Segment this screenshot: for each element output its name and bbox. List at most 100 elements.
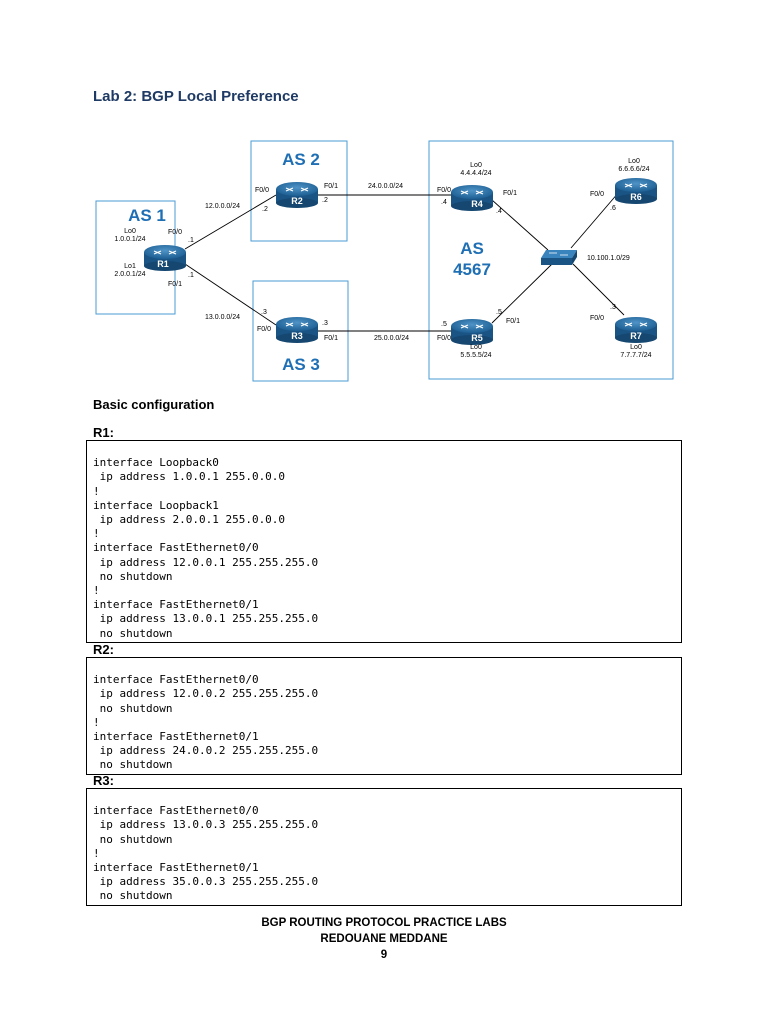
r4-f01: F0/1 [503, 190, 517, 197]
r3-label: R3 [291, 331, 303, 341]
r5-dot-f01: .5 [496, 309, 502, 316]
r4-lo0: Lo0 [470, 162, 482, 169]
r2-f01: F0/1 [324, 183, 338, 190]
code-line: interface FastEthernet0/1 [93, 598, 259, 612]
footer-author: REDOUANE MEDDANE [320, 933, 448, 945]
as1-label: AS 1 [128, 206, 166, 225]
r3-f01: F0/1 [324, 335, 338, 342]
code-line: interface FastEthernet0/1 [93, 861, 259, 875]
r1-dot-f00: .1 [188, 237, 194, 244]
r4-label: R4 [471, 199, 483, 209]
r2-dot-f00: .2 [262, 206, 268, 213]
code-line: interface Loopback0 [93, 456, 219, 470]
r4-dot-f00: .4 [441, 199, 447, 206]
link-r5-switch [491, 263, 553, 324]
link-r1-r3-net: 13.0.0.0/24 [205, 314, 240, 321]
r7-dot-f00: .3 [610, 304, 616, 311]
r3-dot-f00: .3 [261, 309, 267, 316]
code-line: no shutdown [93, 832, 173, 846]
code-line: interface FastEthernet0/1 [93, 730, 259, 744]
r1-lo1-net: 2.0.0.1/24 [114, 271, 145, 278]
code-line: no shutdown [93, 626, 173, 640]
config-label-r2: R2: [93, 642, 114, 657]
r1-f01: F0/1 [168, 281, 182, 288]
r4-dot-f01: .4 [496, 208, 502, 215]
page-number: 9 [380, 949, 388, 961]
link-r4-switch [491, 199, 549, 251]
link-r7-switch [572, 263, 625, 316]
link-r3-r5-net: 25.0.0.0/24 [374, 335, 409, 342]
r5-f00: F0/0 [437, 335, 451, 342]
code-line: ip address 13.0.0.3 255.255.255.0 [93, 818, 319, 832]
r1-dot-f01: .1 [188, 272, 194, 279]
config-label-r1: R1: [93, 425, 114, 440]
config-box-r2: interface FastEthernet0/0 ip address 12.… [86, 657, 682, 775]
code-line: ip address 12.0.0.2 255.255.255.0 [93, 687, 319, 701]
code-line: no shutdown [93, 758, 173, 772]
footer-title: BGP ROUTING PROTOCOL PRACTICE LABS [261, 917, 507, 929]
code-line: ip address 12.0.0.1 255.255.255.0 [93, 555, 319, 569]
link-r6-switch [570, 191, 620, 249]
code-line: ! [93, 484, 100, 498]
r6-lo0-net: 6.6.6.6/24 [618, 166, 649, 173]
code-line: ! [93, 584, 100, 598]
r6-f00: F0/0 [590, 191, 604, 198]
page-title: Lab 2: BGP Local Preference [93, 88, 299, 105]
as3-label: AS 3 [282, 355, 320, 374]
r1-label: R1 [157, 259, 169, 269]
code-line: ip address 13.0.0.1 255.255.255.0 [93, 612, 319, 626]
link-r2-r4-net: 24.0.0.0/24 [368, 183, 403, 190]
code-line: interface FastEthernet0/0 [93, 541, 259, 555]
as4567-label-as: AS [460, 239, 484, 258]
r6-dot-f00: .6 [610, 205, 616, 212]
code-line: ! [93, 846, 100, 860]
r7-lo0-net: 7.7.7.7/24 [620, 352, 651, 359]
r5-lo0: Lo0 [470, 344, 482, 351]
as2-box [250, 140, 348, 242]
r5-lo0-net: 5.5.5.5/24 [460, 352, 491, 359]
r1-lo0-net: 1.0.0.1/24 [114, 236, 145, 243]
code-line: ip address 2.0.0.1 255.0.0.0 [93, 513, 286, 527]
r3-dot-f01: .3 [322, 320, 328, 327]
r4-lo0-net: 4.4.4.4/24 [460, 170, 491, 177]
r7-f00: F0/0 [590, 315, 604, 322]
code-line: interface FastEthernet0/0 [93, 673, 259, 687]
link-r1-r2-net: 12.0.0.0/24 [205, 203, 240, 210]
config-box-r3: interface FastEthernet0/0 ip address 13.… [86, 788, 682, 906]
r5-label: R5 [471, 333, 483, 343]
code-line: ip address 35.0.0.3 255.255.255.0 [93, 875, 319, 889]
code-line: ip address 24.0.0.2 255.255.255.0 [93, 744, 319, 758]
r6-lo0: Lo0 [628, 158, 640, 165]
r3-f00: F0/0 [257, 326, 271, 333]
r7-lo0: Lo0 [630, 344, 642, 351]
r1-lo1: Lo1 [124, 263, 136, 270]
code-line: ! [93, 715, 100, 729]
as4567-box [428, 140, 674, 380]
code-line: interface FastEthernet0/0 [93, 804, 259, 818]
switch-icon [541, 250, 577, 265]
code-line: interface Loopback1 [93, 498, 219, 512]
r2-dot-f01: .2 [322, 197, 328, 204]
as4567-label-num: 4567 [453, 260, 491, 279]
r5-dot-f00: .5 [441, 321, 447, 328]
r2-f00: F0/0 [255, 187, 269, 194]
as2-label: AS 2 [282, 150, 320, 169]
r4-f00: F0/0 [437, 187, 451, 194]
config-box-r1: interface Loopback0 ip address 1.0.0.1 2… [86, 440, 682, 643]
code-line: no shutdown [93, 569, 173, 583]
network-diagram: R1 R2 R3 R4 R5 R6 R7 AS 1 AS 2 AS 3 AS 4… [95, 140, 674, 382]
r1-f00: F0/0 [168, 229, 182, 236]
r2-label: R2 [291, 196, 303, 206]
section-heading: Basic configuration [93, 397, 215, 412]
switch-net: 10.100.1.0/29 [587, 255, 630, 262]
link-r1-r3 [184, 263, 277, 326]
r5-f01: F0/1 [506, 318, 520, 325]
code-line: no shutdown [93, 701, 173, 715]
code-line: no shutdown [93, 889, 173, 903]
config-label-r3: R3: [93, 773, 114, 788]
r6-label: R6 [630, 192, 642, 202]
link-r1-r2 [184, 194, 277, 250]
code-line: ip address 1.0.0.1 255.0.0.0 [93, 470, 286, 484]
code-line: ! [93, 527, 100, 541]
r7-label: R7 [630, 331, 642, 341]
